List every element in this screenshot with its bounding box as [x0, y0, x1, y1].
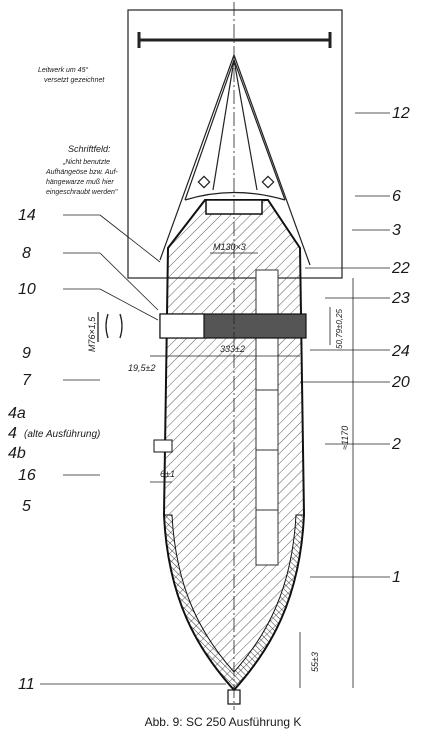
- part-7: 7: [22, 372, 32, 389]
- part-8: 8: [22, 245, 31, 262]
- part-5: 5: [22, 498, 31, 515]
- part-16: 16: [18, 467, 36, 484]
- bomb-body: [153, 199, 307, 705]
- dim-offset: 19,5±2: [128, 363, 155, 373]
- part-4: 4: [8, 425, 17, 442]
- dim-total-length: ≈1170: [340, 426, 350, 450]
- figure-caption: Abb. 9: SC 250 Ausführung K: [145, 715, 302, 729]
- fins-note: Leitwerk um 45° versetzt gezeichnet: [38, 66, 105, 84]
- field-note-line-3: hängewarze muß hier: [46, 179, 114, 186]
- part-4-note: (alte Ausführung): [24, 429, 100, 440]
- field-note-line-2: Aufhängeöse bzw. Auf-: [45, 169, 118, 176]
- part-20: 20: [391, 374, 410, 391]
- field-note-line-1: „Nicht benutzte: [62, 159, 110, 166]
- part-12: 12: [392, 105, 410, 122]
- part-24: 24: [391, 343, 410, 360]
- dimension-lines: [150, 252, 354, 688]
- part-23: 23: [391, 290, 410, 307]
- dim-nose: 55±3: [310, 652, 320, 672]
- part-22: 22: [391, 260, 410, 277]
- part-2: 2: [391, 436, 401, 453]
- dim-bore: 50,79±0,25: [335, 308, 344, 349]
- part-11: 11: [18, 676, 35, 693]
- part-4a: 4a: [8, 405, 26, 422]
- field-note-title: Schriftfeld:: [68, 144, 111, 154]
- part-4b: 4b: [8, 445, 26, 462]
- part-3: 3: [392, 222, 401, 239]
- part-10: 10: [18, 281, 36, 298]
- part-9: 9: [22, 345, 31, 362]
- part-1: 1: [392, 569, 401, 586]
- fuse-parts: [97, 312, 123, 342]
- dim-thread-side: M76×1,5: [87, 316, 97, 352]
- dim-thread-top: M130×3: [213, 242, 246, 252]
- fin-struts: [159, 54, 311, 266]
- part-6: 6: [392, 188, 401, 205]
- fins-note-line-1: Leitwerk um 45°: [38, 66, 88, 74]
- field-note-line-4: eingeschraubt werden": [46, 189, 118, 196]
- leader-lines: [40, 112, 390, 685]
- dim-width: 333±2: [220, 344, 245, 354]
- part-14: 14: [18, 207, 36, 224]
- field-note: Schriftfeld: „Nicht benutzte Aufhängeöse…: [45, 144, 118, 196]
- fins-note-line-2: versetzt gezeichnet: [44, 77, 105, 84]
- dim-wall: 6±1: [160, 469, 175, 479]
